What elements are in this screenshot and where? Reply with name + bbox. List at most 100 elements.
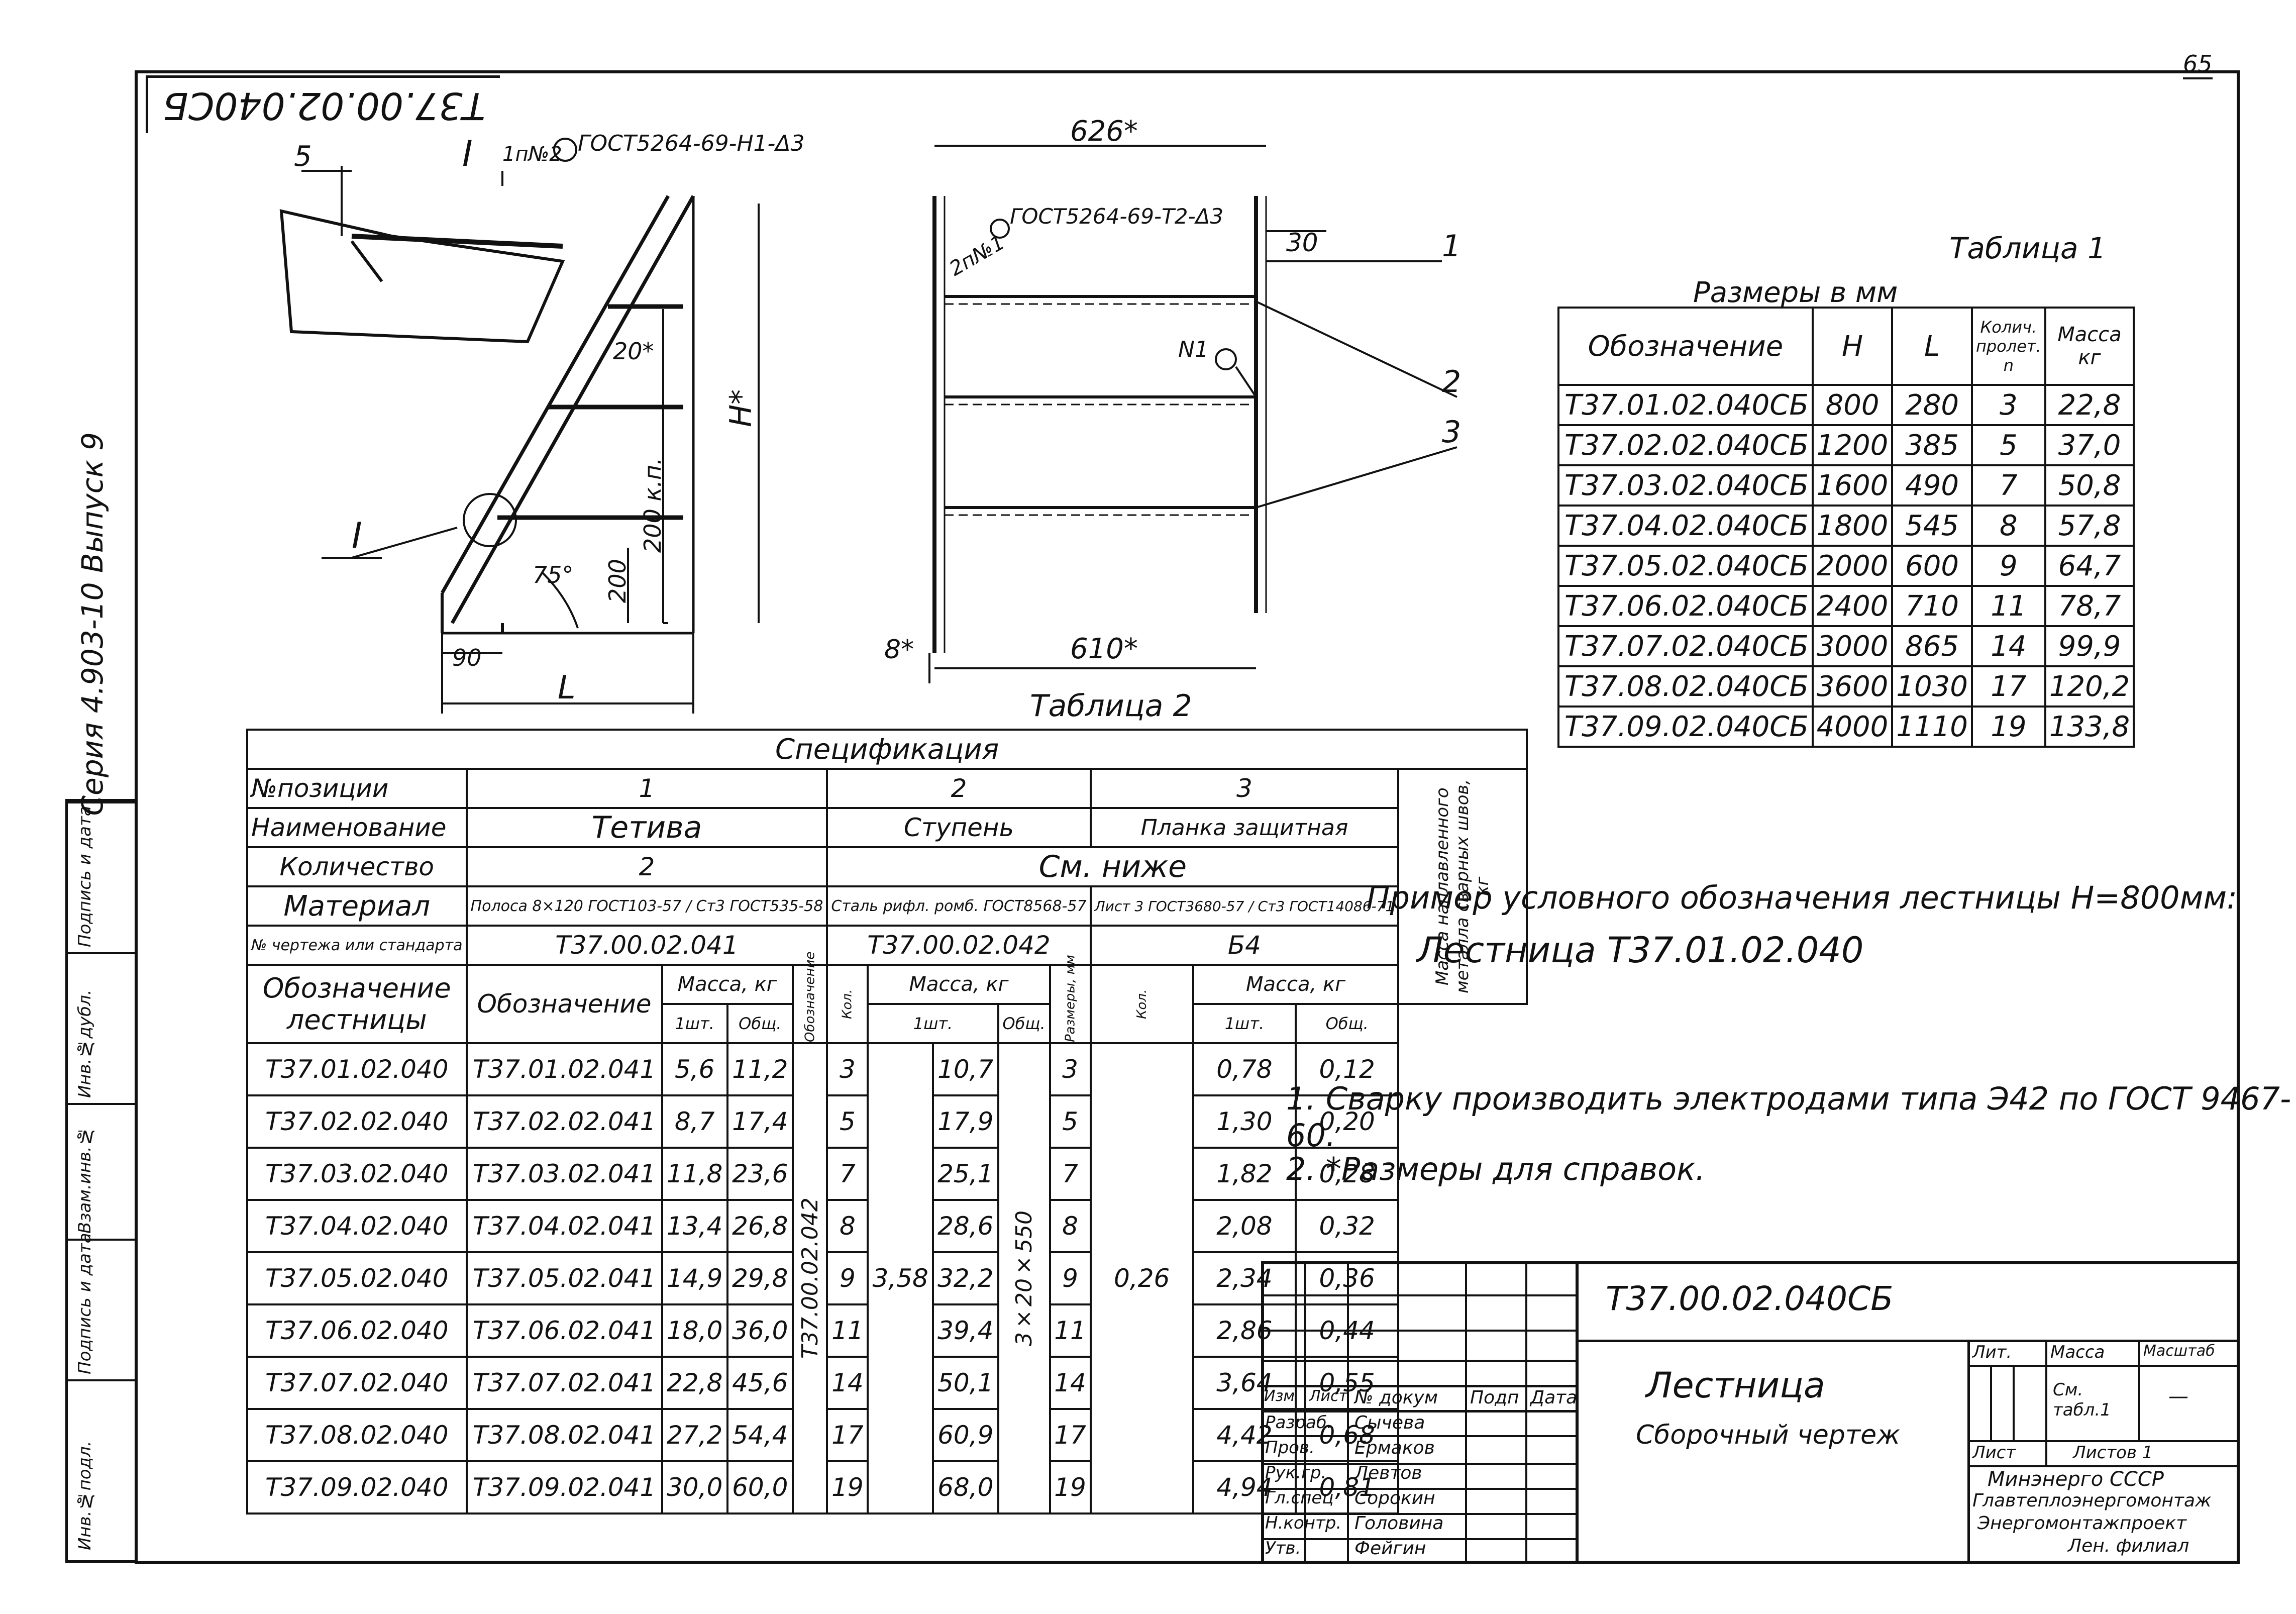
- table2-cell: Т37.04.02.040: [246, 1199, 468, 1253]
- table2-cell: 60,9: [931, 1408, 999, 1462]
- table1-cell: 8: [1970, 505, 2046, 547]
- table2-cell: 22,8: [661, 1356, 728, 1410]
- person-name: Сорокин: [1354, 1488, 1435, 1508]
- table2-cell: 3,58: [867, 1042, 934, 1515]
- stringer-edge: [450, 195, 695, 624]
- table2-cell: Т37.04.02.041: [465, 1199, 663, 1253]
- table2-cell: 13,4: [661, 1199, 728, 1253]
- table2-cell: 45,6: [726, 1356, 794, 1410]
- table2-cell: 5: [1049, 1094, 1092, 1149]
- detail-I-circle: [463, 493, 517, 547]
- table2-cell: 0,12: [1295, 1042, 1400, 1096]
- dim-200: 200: [604, 559, 631, 603]
- table1: Обозначение Н L Колич. пролет. n Масса к…: [1557, 307, 2135, 748]
- table2-cell: 9: [826, 1251, 869, 1305]
- material-2: Сталь рифл. ромб. ГОСТ8568-57: [826, 885, 1092, 927]
- position-3: 3: [1089, 768, 1400, 809]
- table1-cell: Т37.03.02.040СБ: [1557, 464, 1814, 507]
- table1-cell: 600: [1891, 545, 1973, 587]
- dim-610: 610*: [1070, 633, 1138, 665]
- col-header: Обозначение лестницы: [246, 964, 468, 1044]
- table1-cell: 1600: [1811, 464, 1894, 507]
- callout-3: 3: [1442, 415, 1461, 450]
- table2-cell: 3×20×550: [998, 1043, 1050, 1514]
- table2-cell: 23,6: [726, 1147, 794, 1201]
- sheets-label: Листов 1: [2073, 1443, 2153, 1463]
- table1-cell: 133,8: [2044, 705, 2135, 748]
- table2-cell: 17: [1049, 1408, 1092, 1462]
- position-1: 1: [465, 768, 828, 809]
- table2-cell: 14: [826, 1356, 869, 1410]
- table2-cell: 0,26: [1089, 1042, 1194, 1515]
- table2-cell: 54,4: [726, 1408, 794, 1462]
- table2-cell: Т37.06.02.040: [246, 1303, 468, 1358]
- role-label: Гл.спец: [1265, 1488, 1334, 1508]
- table1-cell: 99,9: [2044, 625, 2135, 667]
- scale-label: Масштаб: [2143, 1342, 2215, 1360]
- org-line: Энергомонтажпроект: [1977, 1513, 2187, 1534]
- dim-90: 90: [452, 644, 482, 671]
- row-label: Наименование: [246, 807, 468, 848]
- weld-mark-front: 2п№1: [946, 231, 1009, 280]
- weld-standard-front: ГОСТ5264-69-Т2-Δ3: [1010, 204, 1223, 229]
- table1-cell: 280: [1891, 384, 1973, 426]
- table1-cell: 1110: [1891, 705, 1973, 748]
- callout-2: 2: [1442, 364, 1461, 399]
- table1-cell: 2400: [1811, 585, 1894, 627]
- table1-cell: Т37.04.02.040СБ: [1557, 505, 1814, 547]
- table1-cell: 57,8: [2044, 505, 2135, 547]
- role-label: Рук.гр.: [1265, 1463, 1327, 1483]
- table1-cell: 710: [1891, 585, 1973, 627]
- table2-cell: Т37.00.02.042: [792, 1043, 827, 1514]
- dim-200-kp: 200 к.п.: [639, 457, 666, 553]
- table2-cell: 19: [826, 1460, 869, 1515]
- col-docnum: № докум: [1354, 1387, 1438, 1408]
- table2-cell: 8: [826, 1199, 869, 1253]
- section-label: I: [462, 133, 473, 174]
- name-1: Тетива: [465, 807, 828, 848]
- table2-cell: 3: [826, 1042, 869, 1096]
- role-label: Пров.: [1265, 1438, 1315, 1458]
- col-header: Масса, кг: [661, 964, 794, 1005]
- table1-cell: Т37.01.02.040СБ: [1557, 384, 1814, 426]
- table1-cell: 11: [1970, 585, 2046, 627]
- weld-standard: ГОСТ5264-69-Н1-Δ3: [578, 131, 805, 156]
- col-izm: Изм: [1264, 1387, 1295, 1405]
- col-podp: Подп: [1470, 1387, 1519, 1408]
- table2-cell: 1,30: [1192, 1094, 1297, 1149]
- col-header: 1шт.: [661, 1003, 728, 1044]
- left-approval-strip: Инв.№подл. Подпись и дата Взам.инв.№ Инв…: [65, 799, 137, 1563]
- table1-cell: 64,7: [2044, 545, 2135, 587]
- table2-cell: 7: [1049, 1147, 1092, 1201]
- table1-cell: 545: [1891, 505, 1973, 547]
- title-code: Т37.00.02.040СБ: [1606, 1279, 1894, 1318]
- table2-cell: 14: [1049, 1356, 1092, 1410]
- table2-cell: 5: [826, 1094, 869, 1149]
- drawing-no-2: Т37.00.02.042: [826, 925, 1092, 966]
- role-label: Разраб.: [1265, 1413, 1332, 1433]
- qty-2: См. ниже: [826, 846, 1400, 887]
- mass-value: См. табл.1: [2053, 1380, 2111, 1420]
- dim-H: Н*: [723, 389, 759, 427]
- title-name: Лестница: [1646, 1365, 1825, 1406]
- dim-L: L: [558, 669, 576, 707]
- table1-cell: 3600: [1811, 665, 1894, 708]
- detail-I-plate: [279, 209, 565, 344]
- dim-626: 626*: [1070, 115, 1138, 148]
- table2-cell: 17,9: [931, 1094, 999, 1149]
- col-header: Размеры, мм: [1050, 955, 1091, 1043]
- table1-cell: 490: [1891, 464, 1973, 507]
- table2-cell: Т37.01.02.041: [465, 1042, 663, 1096]
- callout-1: 1: [1442, 229, 1461, 264]
- table2-cell: 27,2: [661, 1408, 728, 1462]
- col-header: Обозначение: [792, 952, 827, 1043]
- note-2: 2. *Размеры для справок.: [1286, 1151, 1706, 1187]
